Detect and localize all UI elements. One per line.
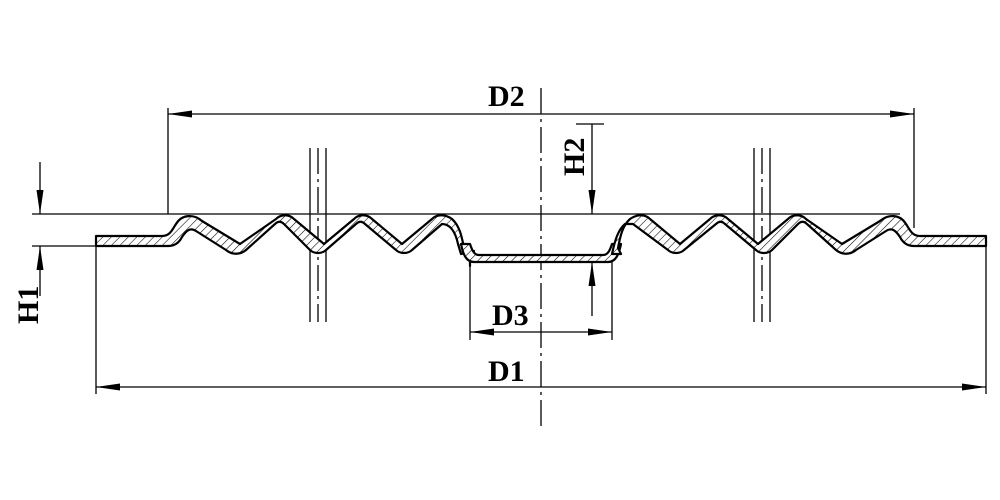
dimension-d1: D1 bbox=[95, 246, 987, 394]
dimension-h1: H1 bbox=[12, 162, 45, 324]
dimension-d3: D3 bbox=[469, 262, 613, 340]
h2-label: H2 bbox=[558, 138, 591, 176]
center-recess bbox=[459, 242, 623, 264]
d3-label: D3 bbox=[492, 299, 529, 332]
dimension-d2: D2 bbox=[167, 80, 915, 228]
h1-label: H1 bbox=[12, 286, 45, 324]
left-profile bbox=[94, 214, 476, 268]
dimension-h2: H2 bbox=[558, 123, 604, 316]
d2-label: D2 bbox=[488, 80, 525, 113]
membrane-section bbox=[94, 214, 988, 268]
d1-label: D1 bbox=[488, 355, 525, 388]
right-profile bbox=[610, 214, 988, 256]
